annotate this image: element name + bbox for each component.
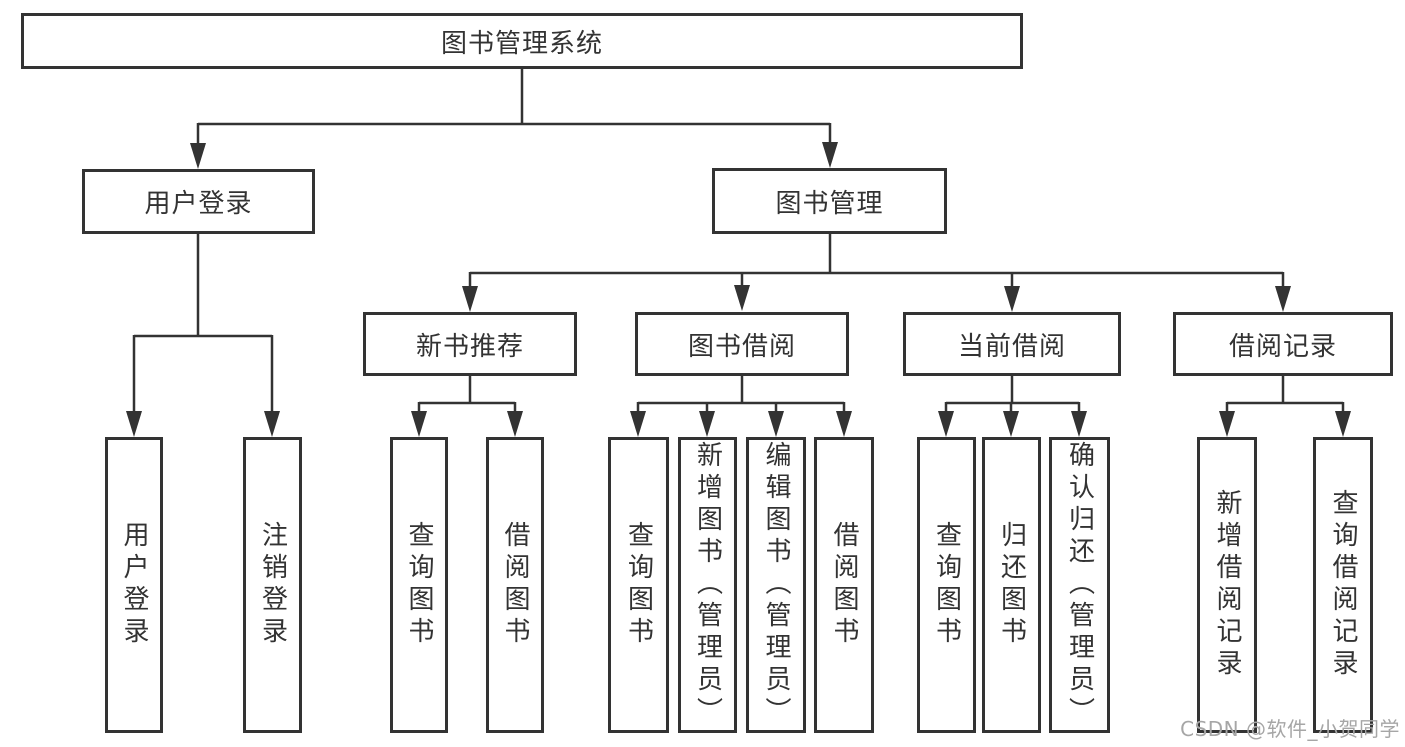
leaf-edit-book-admin: 编辑图书（管理员）	[746, 437, 806, 733]
watermark: CSDN @软件_小贺同学	[1180, 717, 1400, 741]
leaf-return-book: 归还图书	[982, 437, 1041, 733]
leaf-confirm-return-admin: 确认归还（管理员）	[1049, 437, 1110, 733]
node-label: 图书管理	[775, 188, 884, 219]
leaf-label: 借阅图书	[829, 521, 859, 649]
leaf-label: 查询图书	[931, 521, 962, 649]
leaf-add-book-admin: 新增图书（管理员）	[678, 437, 737, 733]
leaf-label: 查询图书	[623, 521, 654, 649]
leaf-label: 借阅图书	[500, 521, 530, 649]
leaf-label: 查询图书	[404, 521, 434, 649]
leaf-logout: 注销登录	[243, 437, 302, 733]
leaf-label: 新增借阅记录	[1212, 489, 1242, 681]
node-new-book-recommendation: 新书推荐	[363, 312, 577, 376]
leaf-label: 新增图书（管理员）	[692, 441, 723, 729]
node-current-borrowing: 当前借阅	[903, 312, 1121, 376]
leaf-label: 确认归还（管理员）	[1064, 441, 1095, 729]
leaf-label: 编辑图书（管理员）	[761, 441, 791, 729]
node-book-management: 图书管理	[712, 168, 947, 234]
leaf-label: 用户登录	[119, 521, 149, 649]
leaf-user-login: 用户登录	[105, 437, 163, 733]
leaf-query-borrow-record: 查询借阅记录	[1313, 437, 1373, 733]
node-label: 用户登录	[144, 189, 253, 219]
node-label: 借阅记录	[1228, 331, 1337, 362]
leaf-label: 注销登录	[257, 521, 288, 649]
leaf-borrow-books-recommendation: 借阅图书	[486, 437, 544, 733]
leaf-add-borrow-record: 新增借阅记录	[1197, 437, 1257, 733]
node-label: 图书借阅	[687, 331, 796, 362]
leaf-query-books-recommendation: 查询图书	[390, 437, 448, 733]
leaf-label: 查询借阅记录	[1328, 489, 1358, 681]
node-user-login: 用户登录	[82, 169, 315, 234]
node-library-management-system: 图书管理系统	[21, 13, 1023, 69]
leaf-label: 归还图书	[996, 521, 1027, 649]
leaf-query-books-current: 查询图书	[917, 437, 976, 733]
leaf-borrow-books-borrowing: 借阅图书	[814, 437, 874, 733]
node-label: 图书管理系统	[440, 28, 603, 59]
node-book-borrowing: 图书借阅	[635, 312, 849, 376]
leaf-query-books-borrowing: 查询图书	[608, 437, 669, 733]
node-label: 新书推荐	[415, 331, 524, 362]
node-borrowing-records: 借阅记录	[1173, 312, 1393, 376]
node-label: 当前借阅	[957, 331, 1066, 362]
arrowhead-icons	[126, 142, 1351, 437]
